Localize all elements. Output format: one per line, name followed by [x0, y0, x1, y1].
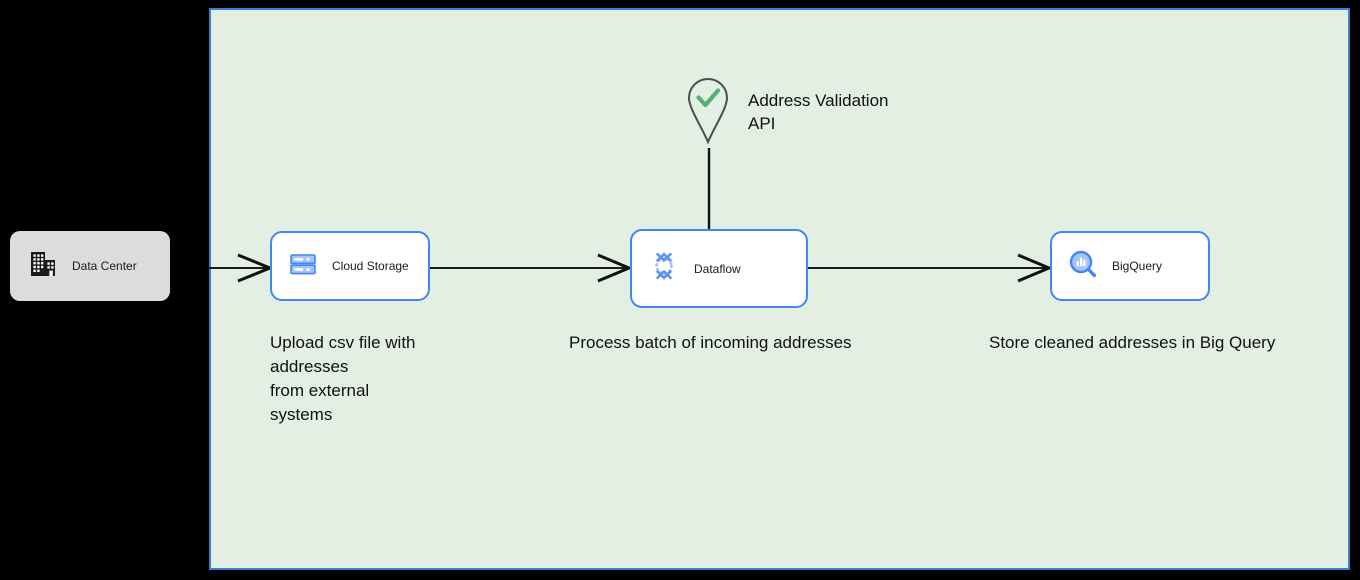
- node-address-validation-api[interactable]: Address Validation API: [686, 76, 889, 151]
- node-dataflow[interactable]: Dataflow: [630, 229, 808, 308]
- cloud-storage-icon: [288, 249, 318, 284]
- connector-storage-to-dataflow: [430, 253, 633, 283]
- data-center-icon: [28, 249, 58, 284]
- cloud-storage-label: Cloud Storage: [332, 259, 409, 273]
- connector-datacenter-to-storage: [208, 253, 274, 283]
- bigquery-label: BigQuery: [1112, 259, 1163, 273]
- node-bigquery[interactable]: BigQuery: [1050, 231, 1210, 301]
- location-pin-check-icon: [686, 76, 730, 151]
- data-center-label: Data Center: [72, 259, 137, 273]
- address-validation-api-label: Address Validation API: [748, 91, 889, 133]
- bigquery-icon: [1068, 249, 1098, 284]
- caption-cloud-storage: Upload csv file with addresses from exte…: [270, 333, 416, 424]
- dataflow-label: Dataflow: [694, 261, 741, 276]
- caption-dataflow: Process batch of incoming addresses: [569, 333, 852, 352]
- caption-bigquery: Store cleaned addresses in Big Query: [989, 333, 1276, 352]
- node-data-center[interactable]: Data Center: [10, 231, 170, 301]
- connector-dataflow-to-bigquery: [808, 253, 1053, 283]
- dataflow-icon: [648, 250, 680, 287]
- node-cloud-storage[interactable]: Cloud Storage: [270, 231, 430, 301]
